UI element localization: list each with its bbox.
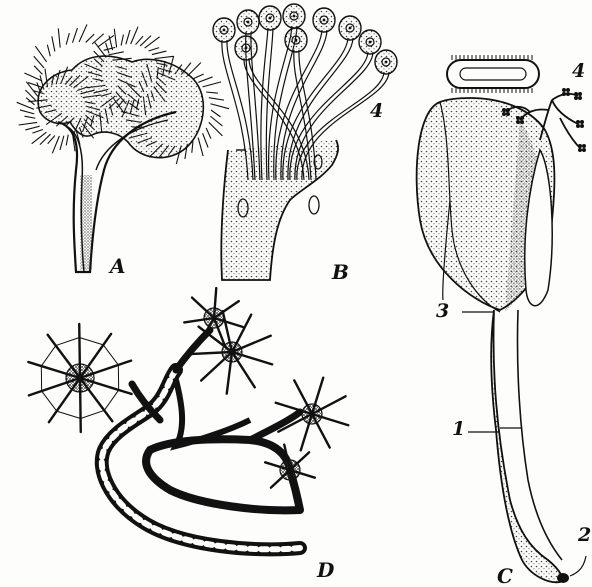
panel-label-c: C xyxy=(497,566,513,586)
marker-c-4: 4 xyxy=(572,62,585,81)
panel-d-drawing xyxy=(28,288,348,549)
panel-b-drawing xyxy=(213,4,397,280)
marker-c-3: 3 xyxy=(436,302,449,321)
panel-label-a: A xyxy=(110,256,126,276)
panel-label-d: D xyxy=(317,560,334,580)
marker-c-1: 1 xyxy=(452,420,465,439)
panel-a-drawing xyxy=(17,24,229,272)
panel-label-b: B xyxy=(332,262,349,282)
marker-b-4: 4 xyxy=(370,102,383,121)
marker-c-2: 2 xyxy=(578,526,591,545)
